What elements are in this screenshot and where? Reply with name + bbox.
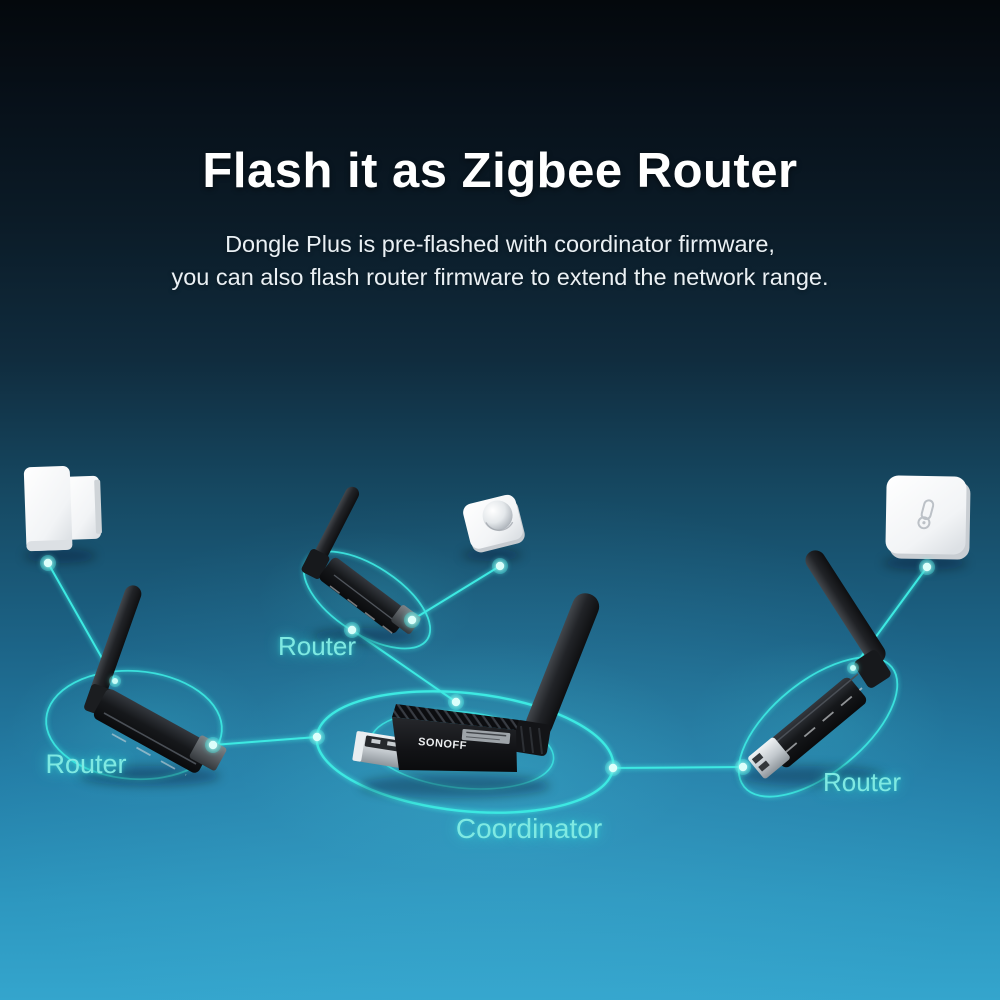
temperature-sensor-image <box>885 475 971 560</box>
router-left-label: Router <box>45 749 127 779</box>
router-middle-label: Router <box>277 631 357 661</box>
link-motion-sensor <box>411 565 501 621</box>
subtitle-line-1: Dongle Plus is pre-flashed with coordina… <box>225 231 775 257</box>
coordinator-brand-text: SONOFF <box>418 736 468 752</box>
coordinator-dongle-image: SONOFF <box>352 593 600 772</box>
router-dongle-right-image <box>748 550 891 779</box>
coordinator-label: Coordinator <box>455 813 603 844</box>
link-coordinator-to-right <box>612 766 744 769</box>
router-dongle-left-image <box>84 585 227 776</box>
thermometer-icon <box>917 499 935 530</box>
door-window-sensor-image <box>23 465 102 552</box>
page-subtitle: Dongle Plus is pre-flashed with coordina… <box>0 228 1000 294</box>
link-left-to-coordinator <box>212 736 318 746</box>
subtitle-line-2: you can also flash router firmware to ex… <box>171 264 829 290</box>
router-right-ring <box>737 656 899 798</box>
page-title: Flash it as Zigbee Router <box>202 144 798 198</box>
router-right-label: Router <box>822 767 902 797</box>
motion-sensor-image <box>463 494 525 553</box>
network-nodes <box>40 555 935 776</box>
